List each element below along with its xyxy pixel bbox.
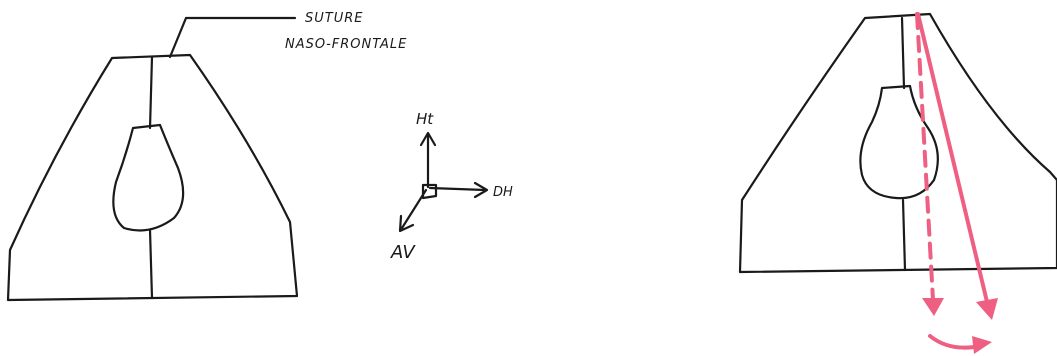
right-nasal-aperture [859, 84, 939, 200]
solid-arrow-shaft [916, 12, 990, 308]
dashed-arrow-shaft [915, 12, 935, 302]
right-internasal-suture-upper [900, 16, 906, 90]
right-internasal-suture-lower [901, 198, 907, 272]
suture-label-line1: SUTURE [305, 11, 363, 26]
axis-right-angle-box [421, 183, 438, 200]
dashed-arrow-head [922, 298, 944, 316]
left-nasal-bones [6, 16, 299, 302]
axis-label-right: DH [493, 185, 513, 200]
orientation-axes [398, 131, 489, 233]
right-nasal-bones [738, 12, 1057, 274]
left-bone-outline [6, 53, 299, 302]
displacement-arrows [915, 12, 998, 354]
axis-label-front: AV [390, 242, 416, 263]
solid-arrow-head [976, 298, 998, 320]
axis-up-arrowhead [419, 131, 437, 147]
curved-arrow-head [972, 336, 992, 354]
axis-front-arrowhead [398, 214, 415, 233]
internasal-suture-upper [148, 55, 154, 130]
axis-label-up: Ht [416, 110, 434, 128]
axis-right-arrowhead [473, 181, 489, 199]
nasal-aperture [112, 123, 185, 232]
suture-label-line2: NASO-FRONTALE [285, 37, 407, 52]
suture-pointer-line [168, 16, 297, 59]
internasal-suture-lower [148, 228, 154, 300]
axis-right-line [428, 186, 487, 192]
right-bone-outline [738, 12, 1057, 274]
